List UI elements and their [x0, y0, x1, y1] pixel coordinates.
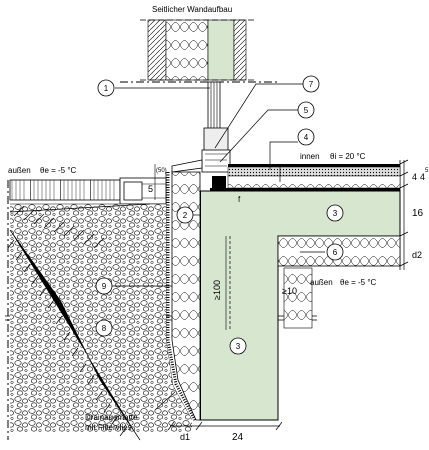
dim-ge100: ≥100: [212, 280, 222, 300]
callout-leaders: [110, 83, 325, 287]
dim-4: 4: [412, 172, 417, 182]
svg-text:3: 3: [333, 209, 338, 218]
inside-temp: θi = 20 °C: [330, 152, 366, 161]
dim-5-sup: 5: [425, 168, 429, 174]
svg-text:7: 7: [309, 80, 314, 89]
outside-label-top: außen: [8, 166, 31, 175]
outside-label-right: außen: [310, 278, 333, 287]
dim-16: 16: [412, 208, 424, 219]
soil-slope: [7, 203, 151, 441]
svg-text:4: 4: [304, 133, 309, 142]
dim-ge10: ≥10: [282, 286, 297, 296]
callout-1: 1: [97, 79, 115, 97]
wall-section-title: Seitlicher Wandaufbau: [152, 5, 232, 14]
dimension-chain-bottom: [167, 421, 283, 431]
dim-d2: d2: [412, 250, 422, 260]
svg-text:5: 5: [304, 106, 309, 115]
outer-paving: [9, 177, 167, 205]
callout-6: 6: [326, 243, 344, 261]
svg-text:3: 3: [236, 342, 241, 351]
dim-d1: d1: [180, 432, 190, 442]
dim-5-sup-50: (50): [156, 168, 167, 174]
svg-text:2: 2: [183, 211, 188, 220]
drainage-label-1: Drainagematte: [85, 413, 138, 422]
callout-9: 9: [95, 277, 113, 295]
svg-text:8: 8: [102, 324, 107, 333]
callout-3-top: 3: [326, 204, 344, 222]
svg-text:1: 1: [104, 84, 109, 93]
outside-temp-top: θe = -5 °C: [40, 166, 77, 175]
callout-3-bottom: 3: [229, 337, 247, 355]
callout-4: 4: [297, 128, 315, 146]
dim-5: 5: [148, 184, 153, 194]
outside-temp-right: θe = -5 °C: [340, 278, 377, 287]
callout-8: 8: [95, 319, 113, 337]
callout-7: 7: [302, 75, 320, 93]
inside-label: innen: [300, 152, 320, 161]
callout-5: 5: [297, 101, 315, 119]
dim-f: f: [238, 195, 241, 204]
floor-buildup: [210, 164, 401, 191]
svg-text:6: 6: [333, 248, 338, 257]
callout-2: 2: [176, 206, 194, 224]
dimension-chain-right: [399, 159, 409, 270]
callout-circles: 1 7 5 4 2 3 6 9 8 3: [95, 75, 344, 355]
wall-section-inset: [140, 19, 255, 81]
dim-4-5: 4: [420, 172, 425, 182]
svg-text:9: 9: [102, 282, 107, 291]
drainage-label-2: mit Filtervlies: [85, 423, 132, 432]
dim-24: 24: [232, 432, 244, 443]
window-frame: [201, 81, 231, 190]
